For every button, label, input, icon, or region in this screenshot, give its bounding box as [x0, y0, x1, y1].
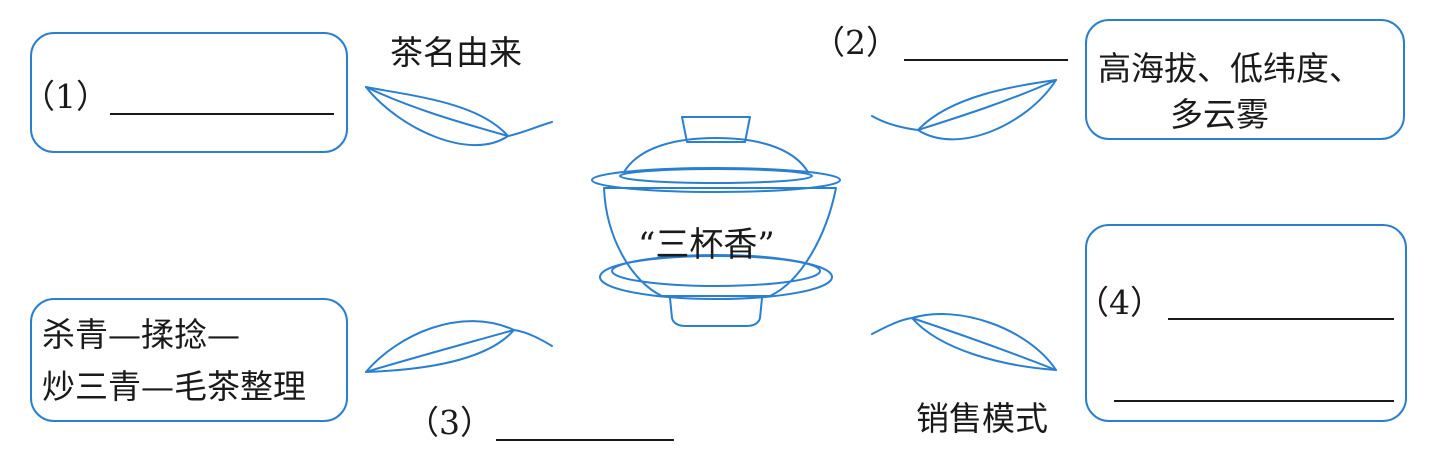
gaiwan-tea-cup-icon [591, 116, 841, 327]
leaf-icon-bottom-left [365, 320, 553, 373]
answer-box-4 [1085, 224, 1407, 422]
environment-box [1085, 19, 1405, 140]
answer-blank-2[interactable] [904, 59, 1068, 61]
blank-number-2: （2） [812, 23, 899, 62]
process-text-line-1: 杀青—揉捻— [42, 315, 240, 354]
leaf-icon-bottom-right [871, 313, 1057, 371]
blank-number-4: （4） [1076, 283, 1163, 322]
blank-number-3: （3） [406, 403, 493, 442]
leaf-icon-top-left [365, 86, 553, 146]
center-title: “三杯香” [638, 225, 775, 265]
label-name-origin: 茶名由来 [390, 33, 522, 72]
leaf-icon-top-right [871, 79, 1057, 141]
answer-blank-4b[interactable] [1114, 400, 1394, 402]
answer-box-1 [30, 32, 348, 153]
process-text-line-2: 炒三青—毛茶整理 [42, 367, 306, 406]
answer-blank-1[interactable] [110, 113, 334, 115]
label-sales-model: 销售模式 [916, 399, 1048, 438]
blank-number-1: （1） [22, 77, 109, 116]
answer-blank-4a[interactable] [1168, 318, 1394, 320]
environment-text-line-2: 多云雾 [1170, 95, 1269, 134]
process-box [30, 298, 348, 422]
environment-text-line-1: 高海拔、低纬度、 [1098, 49, 1362, 88]
answer-blank-3[interactable] [496, 439, 674, 441]
